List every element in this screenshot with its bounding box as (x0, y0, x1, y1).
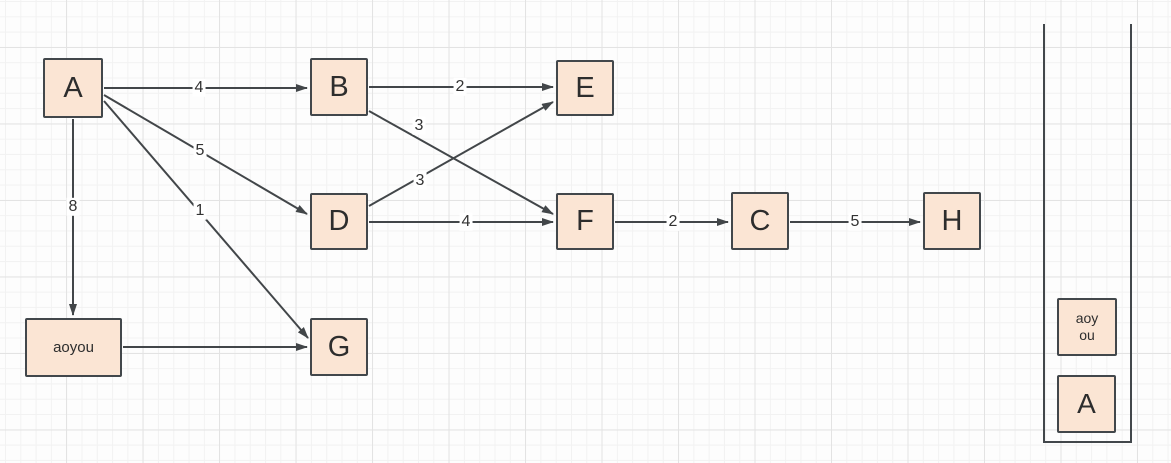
shape-palette-container[interactable] (1043, 24, 1132, 443)
edge-weight-a-b[interactable]: 4 (192, 78, 206, 98)
edge-weight-f-c[interactable]: 2 (666, 212, 680, 232)
node-c[interactable]: C (731, 192, 789, 250)
node-b[interactable]: B (310, 58, 368, 116)
palette-item-a[interactable]: A (1057, 375, 1116, 433)
node-aoyou[interactable]: aoyou (25, 318, 122, 377)
edge-weight-b-f[interactable]: 3 (412, 116, 426, 136)
edge-weight-c-h[interactable]: 5 (848, 212, 862, 232)
node-d[interactable]: D (310, 193, 368, 250)
palette-item-aoyou[interactable]: aoy ou (1057, 298, 1117, 356)
edge-weight-a-d[interactable]: 5 (193, 141, 207, 161)
edge-d-e[interactable] (368, 101, 554, 207)
edge-weight-d-f[interactable]: 4 (459, 212, 473, 232)
node-h[interactable]: H (923, 192, 981, 250)
node-a[interactable]: A (43, 58, 103, 118)
edge-b-f[interactable] (368, 110, 554, 215)
edge-weight-a-aoyou[interactable]: 8 (66, 197, 80, 217)
palette-item-aoyou-line1: aoy (1075, 309, 1099, 326)
edge-weight-b-e[interactable]: 2 (453, 77, 467, 97)
node-g[interactable]: G (310, 318, 368, 376)
palette-item-aoyou-line2: ou (1079, 327, 1095, 343)
node-e[interactable]: E (556, 60, 614, 116)
node-f[interactable]: F (556, 193, 614, 250)
edge-weight-a-g[interactable]: 1 (193, 201, 207, 221)
edge-weight-d-e[interactable]: 3 (413, 171, 427, 191)
